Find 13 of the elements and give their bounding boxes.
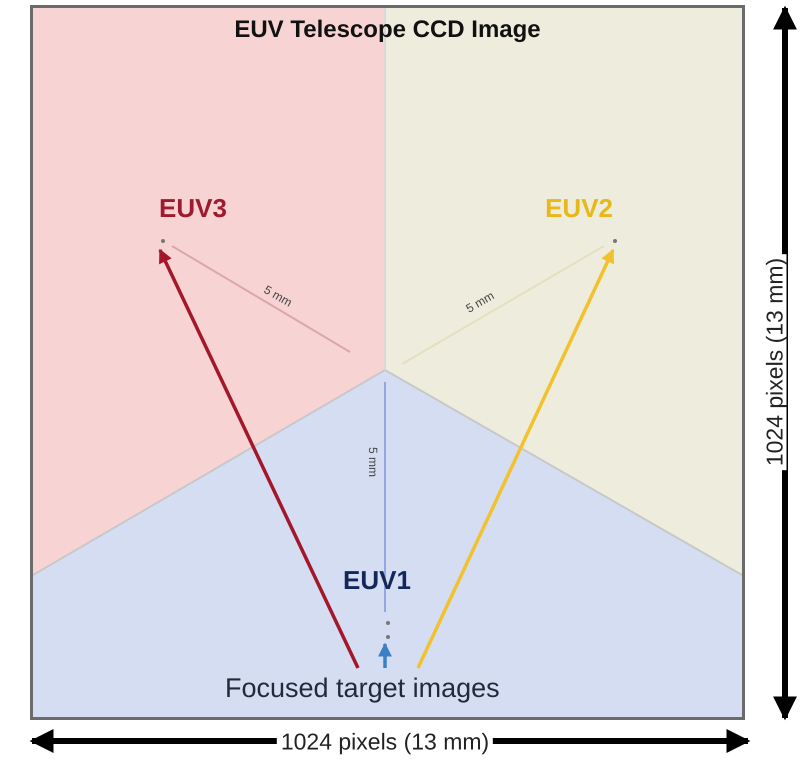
arrow (416, 248, 615, 669)
dimension-label: 1024 pixels (13 mm) (276, 730, 494, 754)
spot-label: EUV1 (343, 565, 411, 596)
dimension-label: 1024 pixels (13 mm) (764, 254, 786, 470)
caption-text: Focused target images (225, 673, 500, 704)
image-title: EUV Telescope CCD Image (233, 16, 542, 44)
distance-label: 5 mm (464, 289, 496, 315)
spot-label: EUV3 (159, 193, 227, 224)
spot-label: EUV2 (545, 193, 613, 224)
arrow (158, 248, 360, 669)
distance-label: 5 mm (367, 447, 379, 477)
distance-label: 5 mm (262, 283, 294, 309)
arrow (378, 642, 392, 668)
